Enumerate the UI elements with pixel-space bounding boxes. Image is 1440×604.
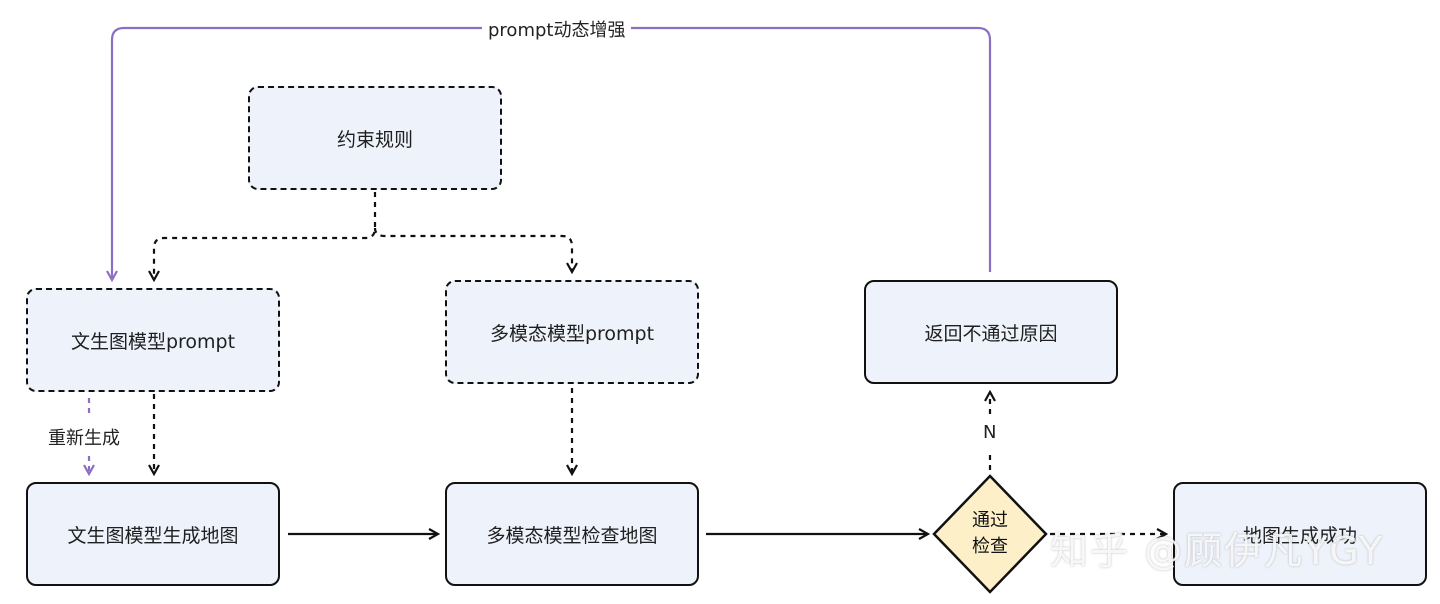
node-t2i-generate: 文生图模型生成地图	[26, 482, 280, 586]
edge-label-regenerate: 重新生成	[42, 424, 126, 450]
watermark: 知乎 @顾伊凡YGY	[1050, 529, 1385, 573]
decision-line-2: 检查	[972, 536, 1008, 557]
loop-label: prompt动态增强	[482, 16, 632, 42]
node-t2i-prompt: 文生图模型prompt	[26, 288, 280, 392]
loop-edge-prompt-enhance	[112, 26, 992, 280]
decision-line-1: 通过	[972, 510, 1008, 531]
edge-constraints-to-t2i-prompt	[154, 192, 377, 280]
node-return-reason: 返回不通过原因	[864, 280, 1118, 384]
decision-diamond	[932, 474, 1048, 594]
node-mm-prompt: 多模态模型prompt	[445, 280, 699, 384]
node-constraints: 约束规则	[248, 86, 502, 190]
edge-constraints-to-mm-prompt	[373, 227, 572, 272]
decision-label: 通过 检查	[950, 508, 1030, 560]
node-success: 地图生成成功	[1173, 482, 1427, 586]
edge-label-no: N	[977, 422, 1003, 443]
node-mm-check: 多模态模型检查地图	[445, 482, 699, 586]
